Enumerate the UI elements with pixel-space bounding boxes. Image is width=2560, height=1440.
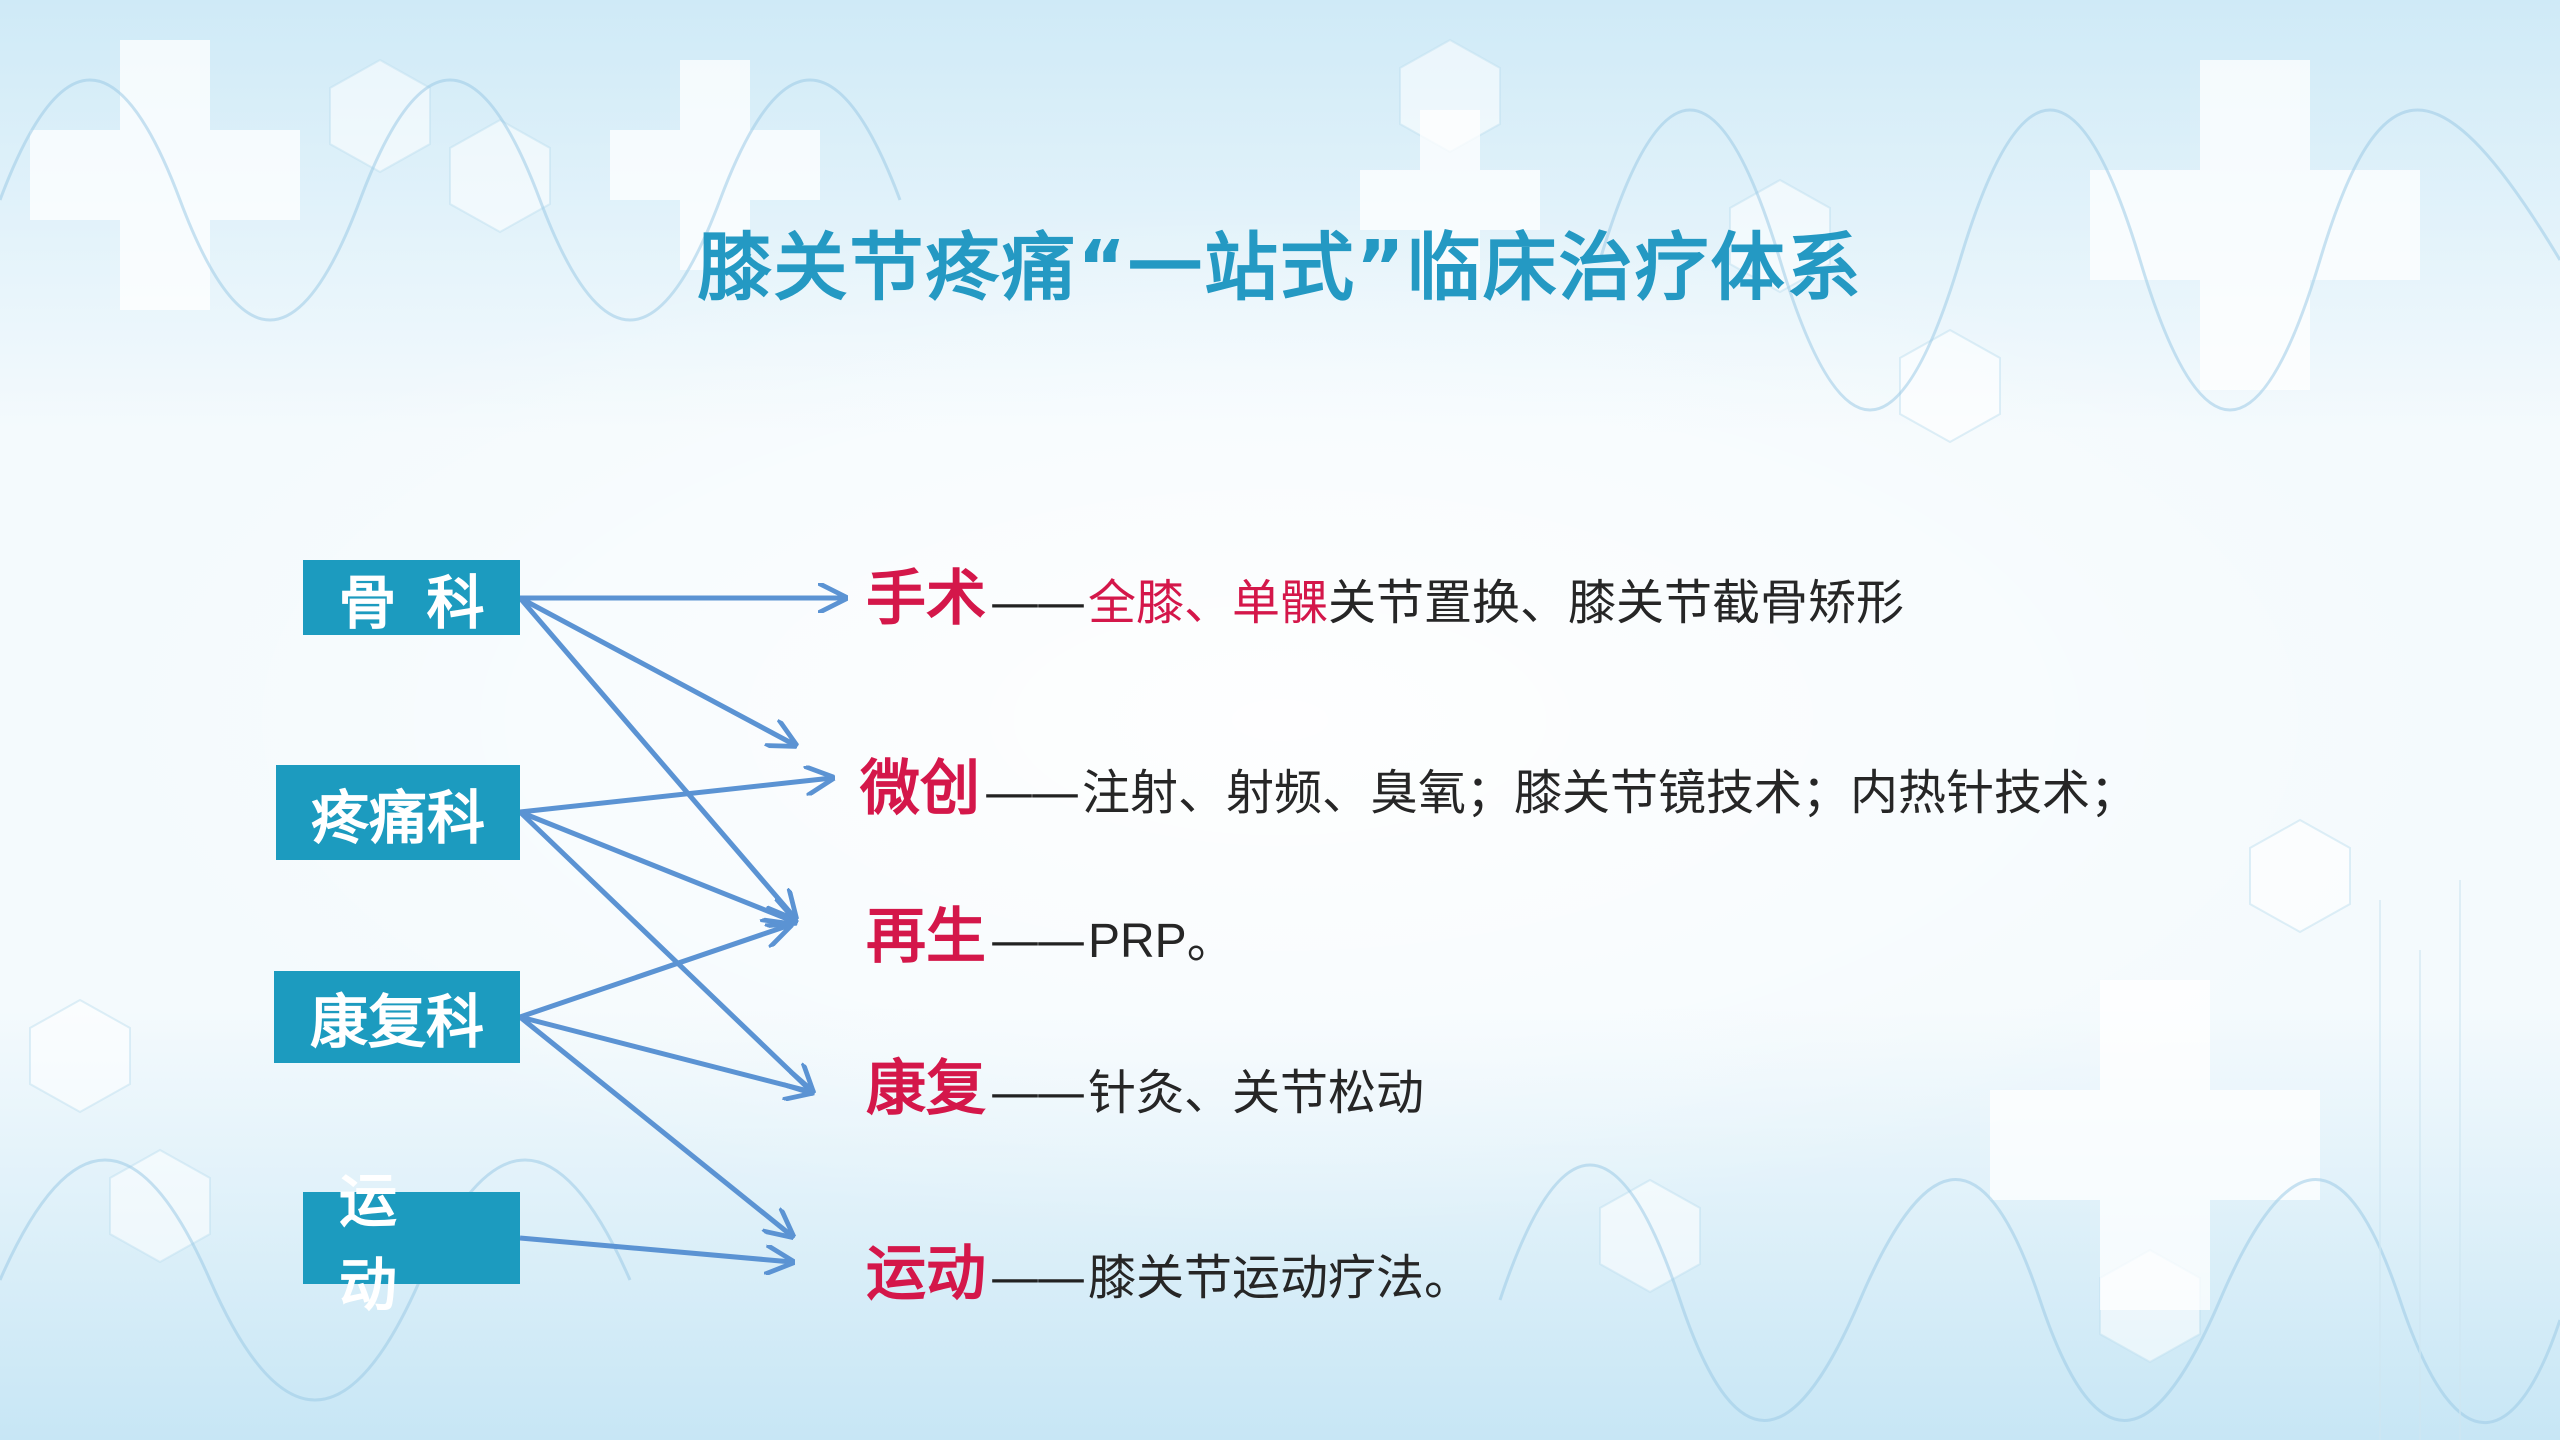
treatment-regeneration: 再生 —— PRP 。 <box>866 888 1235 975</box>
treatment-desc-latin: PRP <box>1088 915 1187 968</box>
arrow-6 <box>519 925 790 1020</box>
treatment-name: 手术 <box>866 564 986 634</box>
cross-pattern <box>30 40 2420 1310</box>
treatment-name: 康复 <box>866 1054 986 1124</box>
arrow-4 <box>519 809 795 922</box>
treatment-desc: 注射、射频、臭氧；膝关节镜技术；内热针技术； <box>1082 765 2139 821</box>
treatment-desc: 关节置换、膝关节截骨矫形 <box>1328 575 1905 631</box>
treatment-minimally-invasive: 微创 —— 注射、射频、臭氧；膝关节镜技术；内热针技术； <box>860 740 2138 827</box>
treatment-surgery: 手术 —— 全膝、单髁 关节置换、膝关节截骨矫形 <box>866 550 1904 637</box>
department-rehab: 康复科 <box>274 971 520 1063</box>
treatment-dash: —— <box>990 573 1086 631</box>
department-sports: 运动 <box>303 1167 520 1319</box>
treatment-dash: —— <box>984 763 1080 821</box>
treatment-dash: —— <box>990 1063 1086 1121</box>
treatment-name: 运动 <box>866 1239 986 1309</box>
wave-lines <box>0 78 2560 1424</box>
treatment-dash: —— <box>990 911 1086 969</box>
arrow-1 <box>518 595 795 745</box>
page-title: 膝关节疼痛“一站式”临床治疗体系 <box>697 225 1863 311</box>
treatment-desc: 。 <box>1186 913 1235 969</box>
arrow-3 <box>519 778 832 815</box>
arrow-5 <box>518 810 812 1092</box>
treatment-name: 微创 <box>860 754 980 824</box>
treatment-dash: —— <box>990 1248 1086 1306</box>
arrow-8 <box>518 1015 792 1236</box>
department-orthopedics: 骨科 <box>303 560 520 637</box>
arrow-9 <box>519 1235 792 1262</box>
treatment-desc: 膝关节运动疗法。 <box>1088 1250 1473 1306</box>
treatment-name: 再生 <box>866 902 986 972</box>
arrow-7 <box>519 1014 812 1092</box>
treatment-rehabilitation: 康复 —— 针灸、关节松动 <box>866 1040 1424 1127</box>
treatment-desc: 针灸、关节松动 <box>1088 1065 1425 1121</box>
treatment-highlight: 全膝、单髁 <box>1088 575 1329 631</box>
vertical-line-decor <box>2379 880 2461 1440</box>
arrow-2 <box>518 596 795 918</box>
department-pain: 疼痛科 <box>276 765 520 860</box>
treatment-exercise: 运动 —— 膝关节运动疗法。 <box>866 1225 1472 1312</box>
